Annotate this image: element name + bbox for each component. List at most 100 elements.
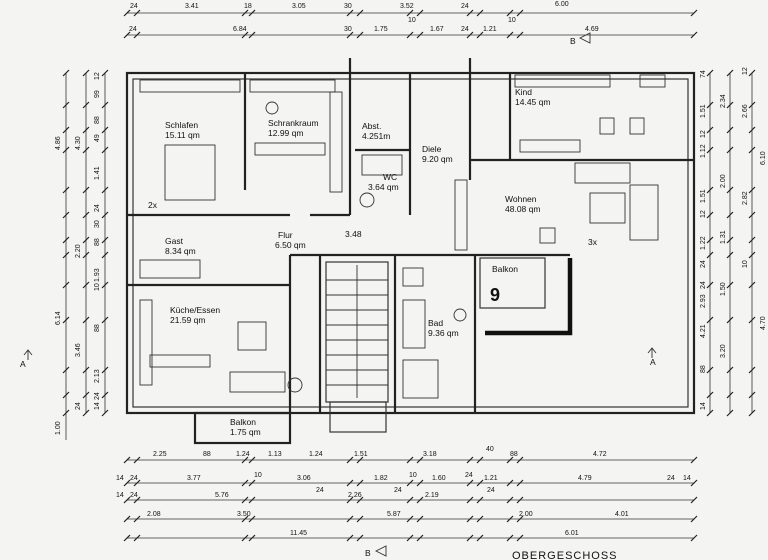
section-marker-a-left: A xyxy=(20,359,26,369)
dim-tick xyxy=(101,211,109,219)
room-balkon-right-name: Balkon xyxy=(492,264,518,274)
dim-tick xyxy=(133,9,141,17)
dim-tick xyxy=(123,534,131,542)
dim-label: 10 xyxy=(508,17,516,24)
dim-tick xyxy=(416,479,424,487)
dim-tick xyxy=(101,409,109,417)
dim-tick xyxy=(690,534,698,542)
dim-tick xyxy=(346,456,354,464)
interior-walls xyxy=(127,73,694,413)
dim-label: 5.87 xyxy=(387,511,401,518)
dim-tick xyxy=(416,456,424,464)
dim-label: 12 xyxy=(742,67,749,75)
dim-tick xyxy=(476,9,484,17)
dim-label: 3.52 xyxy=(400,3,414,10)
dim-label: 11.45 xyxy=(290,530,307,537)
dim-label: 6.14 xyxy=(55,311,62,325)
dim-tick xyxy=(726,101,734,109)
dim-tick xyxy=(248,496,256,504)
dim-tick xyxy=(248,456,256,464)
dim-tick xyxy=(82,251,90,259)
dim-tick xyxy=(466,534,474,542)
dim-tick xyxy=(82,101,90,109)
section-arrow-a-left xyxy=(23,349,33,360)
dim-label: 88 xyxy=(94,116,101,124)
room-flur-area: 6.50 qm xyxy=(275,240,306,250)
dim-label: 10 xyxy=(408,17,416,24)
dim-tick xyxy=(356,534,364,542)
dim-tick xyxy=(516,456,524,464)
dim-label: 24 xyxy=(94,392,101,400)
room-wc-name: WC xyxy=(383,172,397,182)
dim-tick xyxy=(726,391,734,399)
dim-label: 2.34 xyxy=(720,94,727,108)
dim-tick xyxy=(516,496,524,504)
dim-tick xyxy=(726,126,734,134)
dim-tick xyxy=(133,515,141,523)
dim-label: 4.69 xyxy=(585,26,599,33)
dim-bottom-row3: 14 24 5.76 24 2.26 24 2.19 24 xyxy=(116,487,495,499)
dim-tick xyxy=(248,31,256,39)
dim-tick xyxy=(356,31,364,39)
dim-label: 24 xyxy=(130,3,138,10)
dim-tick xyxy=(706,186,714,194)
dim-tick xyxy=(62,281,70,289)
dim-label: 1.21 xyxy=(484,475,498,482)
dim-label: 1.60 xyxy=(432,475,446,482)
dim-tick xyxy=(466,479,474,487)
dim-tick xyxy=(476,515,484,523)
room-abst-area: 4.251m xyxy=(362,131,390,141)
dim-tick xyxy=(241,534,249,542)
dim-tick xyxy=(506,534,514,542)
dim-tick xyxy=(726,186,734,194)
dim-tick xyxy=(748,146,756,154)
dim-tick xyxy=(123,479,131,487)
dim-tick xyxy=(466,496,474,504)
dim-tick xyxy=(416,9,424,17)
dim-tick xyxy=(62,236,70,244)
dim-label: 1.41 xyxy=(94,166,101,180)
dim-label: 4.01 xyxy=(615,511,629,518)
dim-label: 2.19 xyxy=(425,492,439,499)
dim-label: 30 xyxy=(344,3,352,10)
dim-tick xyxy=(466,31,474,39)
dim-tick xyxy=(62,391,70,399)
dim-tick xyxy=(62,409,70,417)
dim-tick xyxy=(101,391,109,399)
dim-tick xyxy=(406,496,414,504)
stairwell xyxy=(325,261,389,433)
dim-top-row1: 24 3.41 18 3.05 30 3.52 24 6.00 xyxy=(130,1,569,10)
dim-label: 1.82 xyxy=(374,475,388,482)
room-balkon-bottom-area: 1.75 qm xyxy=(230,427,261,437)
dim-tick xyxy=(748,409,756,417)
dim-tick xyxy=(726,146,734,154)
room-gast-area: 8.34 qm xyxy=(165,246,196,256)
dim-label: 6.01 xyxy=(565,530,579,537)
dim-label: 3.06 xyxy=(297,475,311,482)
dim-tick xyxy=(82,391,90,399)
dim-tick xyxy=(516,9,524,17)
dim-label: 2.20 xyxy=(75,244,82,258)
room-gast-name: Gast xyxy=(165,236,184,246)
dim-tick xyxy=(101,251,109,259)
dim-tick xyxy=(706,409,714,417)
dim-tick xyxy=(133,479,141,487)
dim-tick xyxy=(706,281,714,289)
dim-tick xyxy=(62,146,70,154)
dim-tick xyxy=(62,251,70,259)
dim-tick xyxy=(101,101,109,109)
dim-tick xyxy=(356,479,364,487)
dim-label: 6.10 xyxy=(760,151,767,165)
dim-label: 1.21 xyxy=(483,26,497,33)
dim-label: 14 xyxy=(94,402,101,410)
dim-tick xyxy=(241,515,249,523)
dim-tick xyxy=(706,391,714,399)
dim-label: 88 xyxy=(203,451,211,458)
dim-tick xyxy=(466,515,474,523)
dim-tick xyxy=(123,9,131,17)
dim-tick xyxy=(62,186,70,194)
room-wc-area: 3.64 qm xyxy=(368,182,399,192)
dim-tick xyxy=(248,534,256,542)
dim-bottom-row1: 2.25 88 1.24 1.13 1.24 1.51 3.18 40 88 4… xyxy=(153,446,607,458)
dim-tick xyxy=(101,126,109,134)
